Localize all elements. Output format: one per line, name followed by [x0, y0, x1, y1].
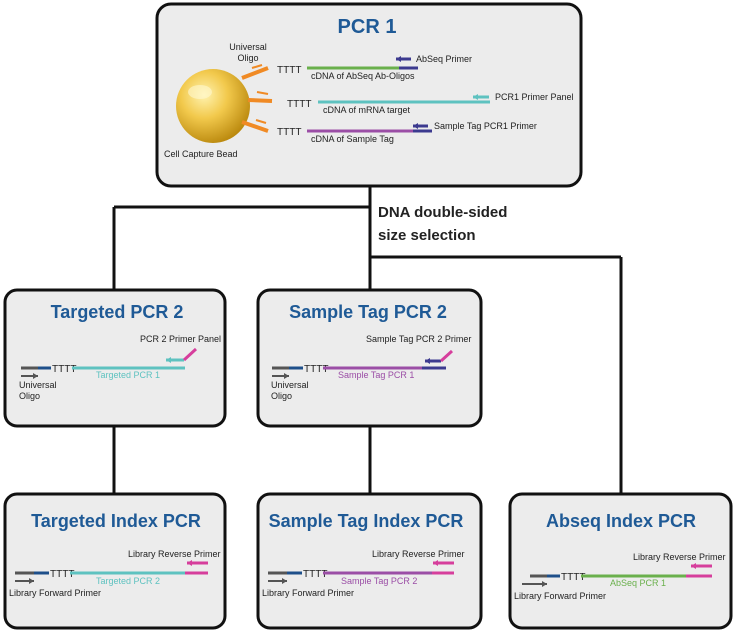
panel-primer-label: PCR1 Primer Panel	[495, 92, 574, 102]
bead-label: Cell Capture Bead	[164, 149, 238, 159]
mrna-cdna-label: cDNA of mRNA target	[323, 105, 411, 115]
sample-tag-pcr2-oligo-1: Universal	[271, 380, 309, 390]
sample-tag-primer-label: Sample Tag PCR1 Primer	[434, 121, 537, 131]
abseq-cdna-label: cDNA of AbSeq Ab-Oligos	[311, 71, 415, 81]
universal-oligo-label-2: Oligo	[237, 53, 258, 63]
sample-tag-pcr2-box: Sample Tag PCR 2 Sample Tag PCR 2 Primer…	[256, 288, 483, 428]
sample-tag-pcr2-product: Sample Tag PCR 1	[338, 370, 414, 380]
abseq-index-box: Abseq Index PCR Library Reverse Primer T…	[508, 492, 733, 630]
size-selection-line-1: DNA double-sided	[378, 204, 507, 221]
pcr1-polyt-3: TTTT	[277, 127, 301, 138]
abseq-index-product: AbSeq PCR 1	[610, 578, 666, 588]
sample-tag-index-box: Sample Tag Index PCR Library Reverse Pri…	[256, 492, 483, 630]
connector-lines	[112, 186, 623, 494]
pcr1-title: PCR 1	[338, 16, 397, 38]
universal-oligo-label-1: Universal	[229, 42, 267, 52]
bead-icon	[176, 69, 250, 143]
targeted-index-box: Targeted Index PCR Library Reverse Prime…	[3, 492, 227, 630]
size-selection-line-2: size selection	[378, 227, 476, 244]
targeted-pcr2-box: Targeted PCR 2 PCR 2 Primer Panel TTTT T…	[3, 288, 227, 428]
sample-tag-index-polyt: TTTT	[303, 569, 327, 580]
sample-tag-pcr2-title: Sample Tag PCR 2	[289, 302, 447, 322]
pcr1-box: PCR 1 Universal Oligo Cell Capture Bead …	[155, 2, 583, 188]
targeted-index-product: Targeted PCR 2	[96, 576, 160, 586]
sample-tag-index-title: Sample Tag Index PCR	[269, 511, 464, 531]
targeted-pcr2-oligo-2: Oligo	[19, 391, 40, 401]
sample-tag-pcr2-primer-label: Sample Tag PCR 2 Primer	[366, 334, 471, 344]
abseq-index-reverse-label: Library Reverse Primer	[633, 552, 726, 562]
abseq-index-title: Abseq Index PCR	[546, 511, 696, 531]
targeted-pcr2-title: Targeted PCR 2	[51, 302, 184, 322]
targeted-index-forward-label: Library Forward Primer	[9, 588, 101, 598]
sample-tag-pcr2-polyt: TTTT	[304, 364, 328, 375]
sample-tag-index-product: Sample Tag PCR 2	[341, 576, 417, 586]
targeted-index-reverse-label: Library Reverse Primer	[128, 549, 221, 559]
targeted-pcr2-polyt: TTTT	[52, 364, 76, 375]
targeted-index-polyt: TTTT	[50, 569, 74, 580]
targeted-pcr2-oligo-1: Universal	[19, 380, 57, 390]
targeted-pcr2-primer-label: PCR 2 Primer Panel	[140, 334, 221, 344]
abseq-index-forward-label: Library Forward Primer	[514, 591, 606, 601]
targeted-index-title: Targeted Index PCR	[31, 511, 201, 531]
pcr1-polyt-2: TTTT	[287, 99, 311, 110]
sample-tag-pcr2-oligo-2: Oligo	[271, 391, 292, 401]
sample-tag-index-forward-label: Library Forward Primer	[262, 588, 354, 598]
sample-tag-index-reverse-label: Library Reverse Primer	[372, 549, 465, 559]
pcr1-polyt-1: TTTT	[277, 65, 301, 76]
oligo-stubs	[241, 64, 273, 133]
abseq-index-polyt: TTTT	[561, 572, 585, 583]
sample-tag-cdna-label: cDNA of Sample Tag	[311, 134, 394, 144]
targeted-pcr2-product: Targeted PCR 1	[96, 370, 160, 380]
abseq-primer-label: AbSeq Primer	[416, 54, 472, 64]
